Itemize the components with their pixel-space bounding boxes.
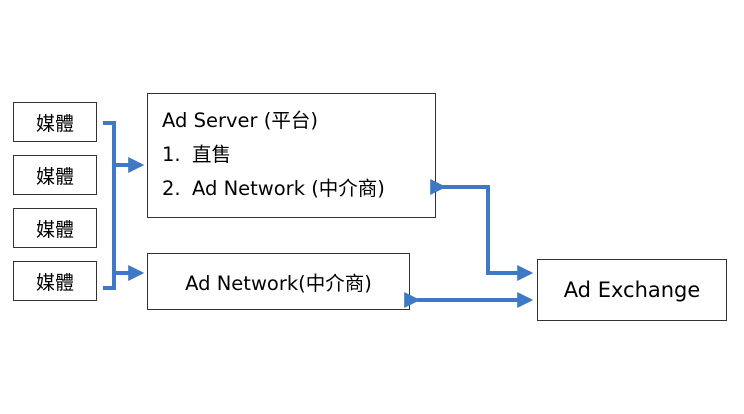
ad-server-item: 2. Ad Network (中介商) [162,172,435,206]
media-label: 媒體 [35,112,74,135]
ad-server-item-label: 直售 [192,143,232,166]
media-bracket-line [103,121,116,290]
media-label: 媒體 [35,271,74,294]
ad-network-box: Ad Network(中介商) [147,253,410,310]
ad-server-item: 1. 直售 [162,138,435,172]
ad-server-title: Ad Server (平台) [162,109,318,132]
ad-network-label: Ad Network(中介商) [185,272,372,295]
ad-server-box: Ad Server (平台) 1. 直售 2. Ad Network (中介商) [147,93,436,218]
ad-server-item-number: 2. [162,177,181,200]
media-box: 媒體 [13,155,97,195]
ad-server-exchange-arrow [430,179,534,281]
media-box: 媒體 [13,102,97,142]
ad-exchange-label: Ad Exchange [563,278,701,302]
media-box: 媒體 [13,208,97,248]
ad-server-item-label: Ad Network (中介商) [192,177,385,200]
media-label: 媒體 [35,218,74,241]
media-label: 媒體 [35,165,74,188]
ad-exchange-box: Ad Exchange [537,259,727,321]
ad-server-item-number: 1. [162,143,181,166]
media-box: 媒體 [13,261,97,301]
